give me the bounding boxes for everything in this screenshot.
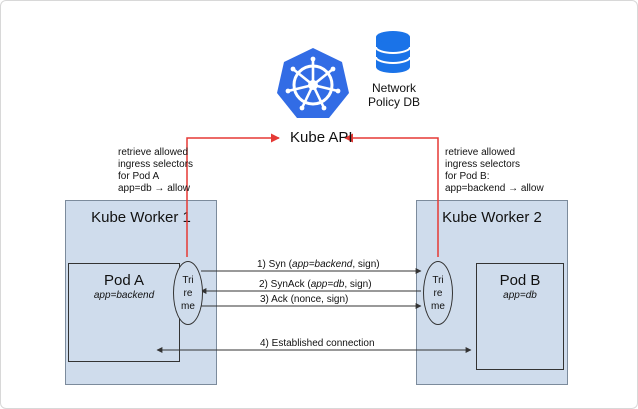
message-syn-label: app=backend — [292, 259, 353, 270]
pod-b-label: app=db — [503, 290, 537, 301]
note-left-rule: app=db → allow — [118, 183, 190, 194]
pod-a-title: Pod A — [103, 272, 145, 289]
message-synack-label: app=db — [310, 279, 345, 290]
message-synack-prefix: 2) SynAck ( — [259, 279, 311, 290]
network-policy-db-label: Network Policy DB — [367, 81, 421, 109]
message-ack: 3) Ack (nonce, sign) — [260, 294, 349, 305]
trireme-1-line-3: me — [181, 300, 195, 312]
db-label-line-2: Policy DB — [367, 95, 420, 109]
kube-worker-2-title: Kube Worker 2 — [442, 209, 542, 226]
api-arrow-right — [344, 133, 439, 257]
trireme-1-line-1: Tri — [182, 274, 194, 286]
note-right-line-3: for Pod B: — [445, 171, 490, 182]
message-syn: 1) Syn (app=backend, sign) — [257, 259, 380, 270]
api-arrow-left — [186, 133, 280, 257]
note-right: retrieve allowed ingress selectors for P… — [445, 147, 544, 195]
pod-b-box: Pod B app=db — [476, 263, 564, 370]
trireme-2-line-1: Tri — [432, 274, 444, 286]
db-label-line-1: Network — [371, 81, 416, 95]
pod-a-box: Pod A app=backend — [68, 263, 180, 362]
note-right-line-1: retrieve allowed — [445, 147, 516, 158]
message-synack: 2) SynAck (app=db, sign) — [259, 279, 372, 290]
kubernetes-logo-icon — [277, 48, 349, 118]
message-established: 4) Established connection — [260, 338, 375, 349]
pod-a-label: app=backend — [93, 290, 155, 301]
trireme-2-line-3: me — [431, 300, 445, 312]
note-left-line-3: for Pod A — [118, 171, 160, 182]
message-syn-suffix: , sign) — [352, 259, 380, 270]
note-right-rule: app=backend → allow — [445, 183, 544, 194]
trireme-worker-1: Tri re me — [173, 261, 203, 325]
message-syn-prefix: 1) Syn ( — [257, 259, 293, 270]
note-left-line-2: ingress selectors — [118, 159, 194, 170]
note-left: retrieve allowed ingress selectors for P… — [118, 147, 193, 195]
message-synack-suffix: , sign) — [344, 279, 372, 290]
trireme-2-line-2: re — [433, 287, 443, 299]
trireme-1-line-2: re — [183, 287, 193, 299]
kube-worker-1-title: Kube Worker 1 — [91, 209, 191, 226]
trireme-worker-2: Tri re me — [423, 261, 453, 325]
kube-api-label: Kube API — [290, 129, 353, 146]
note-right-line-2: ingress selectors — [445, 159, 521, 170]
note-left-line-1: retrieve allowed — [118, 147, 189, 158]
database-icon — [375, 31, 411, 73]
pod-b-title: Pod B — [499, 272, 541, 289]
